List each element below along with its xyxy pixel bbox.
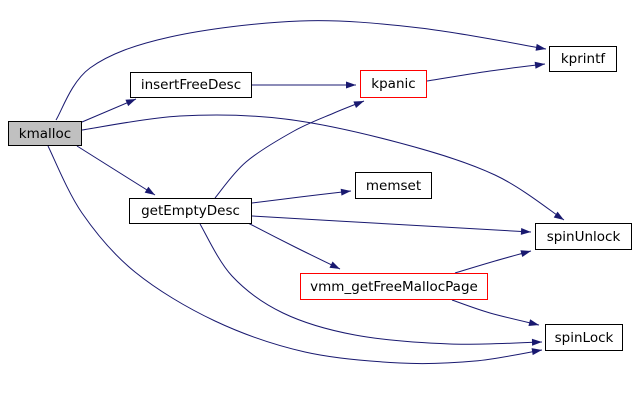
node-label-spinUnlock: spinUnlock bbox=[546, 228, 621, 245]
arrowhead-getEmptyDesc-to-memset bbox=[340, 188, 351, 196]
arrowhead-kmalloc-to-getEmptyDesc bbox=[144, 186, 155, 195]
node-kprintf[interactable]: kprintf bbox=[549, 46, 617, 72]
node-getEmptyDesc[interactable]: getEmptyDesc bbox=[129, 198, 252, 224]
edge-getEmptyDesc-to-spinUnlock bbox=[251, 215, 532, 233]
edge-getEmptyDesc-to-memset bbox=[251, 190, 352, 204]
node-label-memset: memset bbox=[365, 177, 422, 194]
edge-getEmptyDesc-to-kpanic bbox=[214, 100, 365, 199]
edge-kmalloc-to-spinUnlock bbox=[81, 114, 565, 221]
arrowhead-kmalloc-to-spinUnlock bbox=[553, 211, 564, 220]
node-insertFreeDesc[interactable]: insertFreeDesc bbox=[130, 72, 252, 98]
edge-kmalloc-to-spinLock bbox=[47, 145, 543, 365]
node-label-insertFreeDesc: insertFreeDesc bbox=[140, 77, 242, 93]
arrowhead-getEmptyDesc-to-vmm_getFreeMallocPage bbox=[329, 261, 340, 269]
node-spinLock[interactable]: spinLock bbox=[545, 324, 623, 351]
arrowhead-kmalloc-to-spinLock bbox=[531, 348, 542, 356]
arrowhead-vmm_getFreeMallocPage-to-spinLock bbox=[528, 319, 539, 327]
node-spinUnlock[interactable]: spinUnlock bbox=[535, 223, 632, 250]
arrowhead-vmm_getFreeMallocPage-to-spinUnlock bbox=[520, 250, 531, 258]
arrowhead-kmalloc-to-insertFreeDesc bbox=[125, 99, 136, 107]
edge-getEmptyDesc-to-spinLock bbox=[199, 223, 543, 345]
edge-kmalloc-to-kprintf bbox=[55, 20, 547, 121]
arrowhead-kpanic-to-kprintf bbox=[534, 61, 545, 69]
edge-kpanic-to-kprintf bbox=[426, 63, 546, 82]
node-label-spinLock: spinLock bbox=[554, 329, 614, 346]
arrowhead-getEmptyDesc-to-spinUnlock bbox=[520, 227, 531, 235]
arrowhead-insertFreeDesc-to-kpanic bbox=[346, 81, 356, 89]
node-memset[interactable]: memset bbox=[355, 172, 432, 199]
node-label-kpanic: kpanic bbox=[371, 76, 416, 92]
edge-getEmptyDesc-to-vmm_getFreeMallocPage bbox=[245, 221, 341, 270]
node-label-kprintf: kprintf bbox=[560, 51, 606, 67]
node-kmalloc: kmalloc bbox=[8, 121, 82, 146]
edge-kmalloc-to-getEmptyDesc bbox=[76, 145, 156, 196]
arrowhead-getEmptyDesc-to-spinLock bbox=[531, 338, 542, 346]
edge-vmm_getFreeMallocPage-to-spinUnlock bbox=[454, 250, 532, 274]
node-vmm_getFreeMallocPage[interactable]: vmm_getFreeMallocPage bbox=[300, 273, 488, 300]
edge-vmm_getFreeMallocPage-to-spinLock bbox=[451, 299, 540, 326]
arrowhead-kmalloc-to-kprintf bbox=[535, 43, 546, 51]
node-label-getEmptyDesc: getEmptyDesc bbox=[141, 203, 240, 219]
node-label-kmalloc: kmalloc bbox=[18, 125, 72, 142]
node-label-vmm_getFreeMallocPage: vmm_getFreeMallocPage bbox=[310, 278, 478, 295]
node-kpanic[interactable]: kpanic bbox=[360, 70, 427, 98]
arrowhead-getEmptyDesc-to-kpanic bbox=[353, 101, 364, 108]
